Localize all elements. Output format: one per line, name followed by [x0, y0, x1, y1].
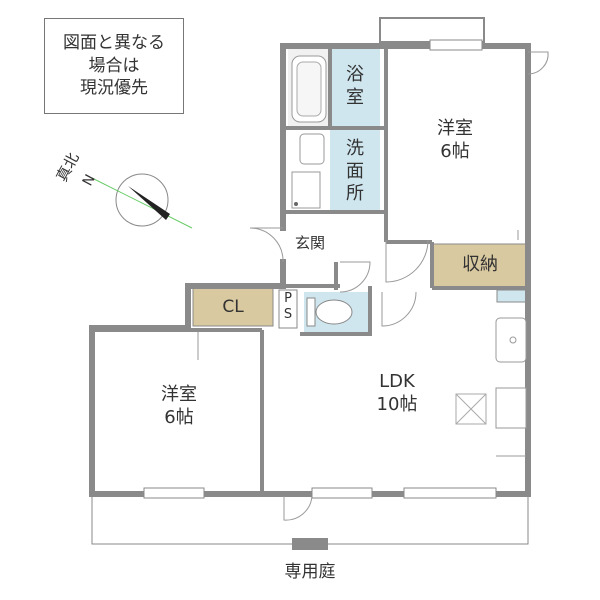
notice-box: 図面と異なる 場合は 現況優先 [44, 18, 184, 114]
washbasin [299, 133, 325, 165]
bath-label: 浴 室 [346, 64, 364, 108]
toilet-tank [306, 297, 316, 327]
compass-ring [115, 173, 169, 227]
kitchen-sink [495, 317, 527, 363]
door-right-balcony [527, 51, 549, 75]
closet-label: CL [222, 297, 244, 317]
pipe-space-label: P S [283, 291, 293, 322]
kitchen-shelf [496, 289, 528, 303]
western-room-top-size: 6帖 [440, 140, 470, 162]
notice-line-3: 現況優先 [80, 78, 148, 99]
bathtub-inner [296, 61, 322, 117]
washroom-floor [330, 128, 380, 210]
washing-machine [291, 171, 321, 209]
interior-walls [92, 46, 528, 494]
windows [143, 39, 497, 499]
ldk-size: 10帖 [376, 394, 418, 416]
garden-label: 専用庭 [284, 562, 336, 582]
pipe-space-box [278, 289, 298, 329]
compass-needle-icon [128, 186, 170, 220]
door-western-top [385, 239, 429, 283]
door-toilet-side [381, 291, 417, 327]
western-room-top: 洋室 6帖 [400, 118, 510, 163]
storage-label: 収納 [462, 254, 498, 275]
ceiling-fan-icon [455, 393, 487, 425]
notice-line-2: 場合は [88, 55, 140, 76]
toilet-bowl [315, 299, 353, 325]
ldk-room: LDK 10帖 [352, 370, 442, 417]
ldk-type: LDK [379, 371, 415, 392]
western-room-left-size: 6帖 [164, 406, 194, 428]
door-ldk-garden [283, 495, 313, 521]
entrance-label: 玄関 [288, 234, 332, 253]
western-room-top-type: 洋室 [437, 118, 473, 139]
door-toilet [339, 261, 371, 293]
top-balcony [379, 17, 485, 43]
compass [91, 173, 193, 229]
sink-drain [509, 336, 517, 344]
closet-box [192, 287, 274, 327]
compass-axis [91, 177, 193, 229]
drain-icon [294, 202, 298, 206]
doors [197, 51, 549, 521]
bath-floor [330, 48, 380, 128]
stove [495, 387, 527, 429]
western-room-left: 洋室 6帖 [124, 384, 234, 429]
notice-line-1: 図面と異なる [63, 32, 165, 53]
western-room-left-type: 洋室 [161, 384, 197, 405]
washroom-label: 洗 面 所 [346, 138, 364, 204]
door-entrance [249, 227, 284, 263]
garden-gate [292, 538, 328, 550]
